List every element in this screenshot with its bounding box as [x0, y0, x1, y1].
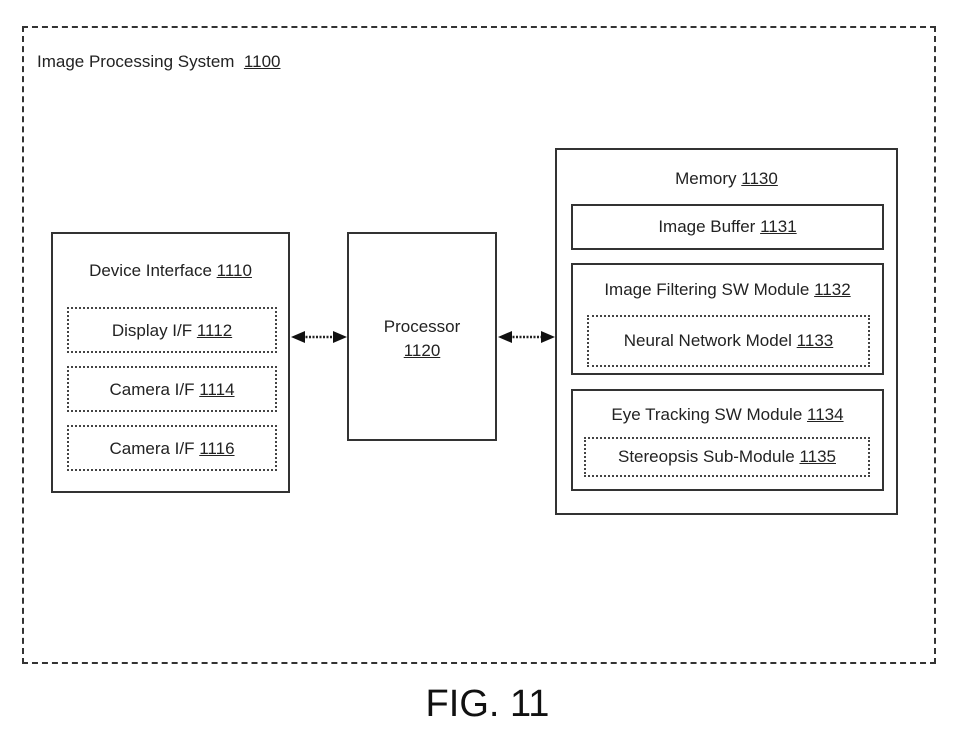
device-interface-title: Device Interface 1110 — [89, 261, 252, 280]
arrow-processor-memory — [498, 331, 555, 343]
camera-if-1116-block: Camera I/F 1116 — [67, 425, 277, 471]
device-interface-block: Device Interface 1110 Display I/F 1112 C… — [51, 232, 290, 493]
system-title: Image Processing System 1100 — [37, 52, 281, 71]
processor-label: Processor — [383, 317, 461, 336]
camera-if-1114-block: Camera I/F 1114 — [67, 366, 277, 412]
eye-tracking-module-block: Eye Tracking SW Module 1134 Stereopsis S… — [571, 389, 884, 491]
neural-network-model-block: Neural Network Model 1133 — [587, 315, 870, 367]
processor-block: Processor 1120 — [347, 232, 497, 441]
image-processing-system-boundary: Image Processing System 1100 — [22, 26, 936, 664]
figure-caption: FIG. 11 — [425, 683, 550, 725]
processor-ref: 1120 — [403, 341, 441, 360]
memory-block: Memory 1130 Image Buffer 1131 Image Filt… — [555, 148, 898, 515]
display-if-block: Display I/F 1112 — [67, 307, 277, 353]
image-buffer-block: Image Buffer 1131 — [571, 204, 884, 250]
memory-title: Memory 1130 — [675, 169, 778, 188]
stereopsis-sub-module-block: Stereopsis Sub-Module 1135 — [584, 437, 870, 477]
arrow-device-interface-processor — [291, 331, 347, 343]
image-filtering-module-block: Image Filtering SW Module 1132 Neural Ne… — [571, 263, 884, 375]
